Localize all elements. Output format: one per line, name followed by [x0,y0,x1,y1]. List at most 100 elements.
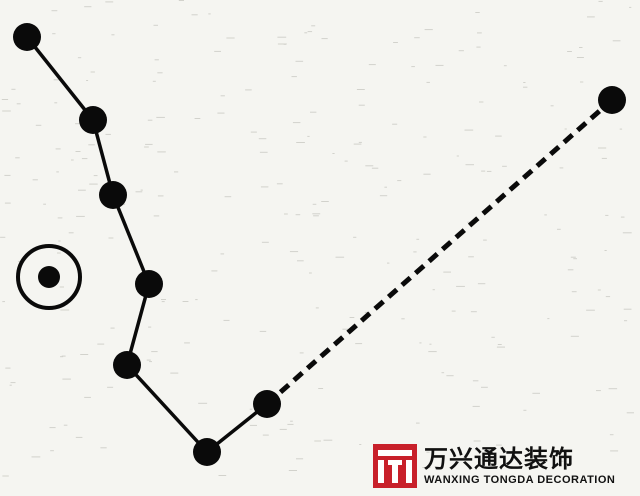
paper-speckle [75,151,81,152]
paper-speckle [259,330,267,332]
paper-speckle [2,301,5,303]
paper-speckle [220,95,225,97]
watermark-logo: 万兴通达装饰 WANXING TONGDA DECORATION [372,440,632,492]
paper-speckle [51,10,58,12]
paper-speckle [397,180,402,182]
paper-speckle [411,66,415,68]
paper-speckle [287,423,294,425]
paper-speckle [496,444,502,446]
paper-speckle [523,86,528,88]
paper-speckle [313,215,319,217]
paper-speckle [135,191,143,193]
paper-speckle [245,89,252,91]
paper-speckle [220,253,225,255]
paper-speckle [358,141,362,143]
paper-speckle [523,409,527,411]
dashed-connector-path [265,98,614,406]
marker-ring [16,244,82,310]
paper-speckle [503,65,507,67]
paper-speckle [299,352,304,354]
paper-speckle [310,111,317,113]
paper-speckle [356,89,365,90]
paper-speckle [35,124,42,126]
paper-speckle [208,13,211,15]
paper-speckle [55,148,61,150]
watermark-chinese: 万兴通达装饰 [424,445,574,473]
paper-speckle [477,283,486,285]
paper-speckle [414,37,420,39]
paper-speckle [481,170,486,172]
paper-speckle [214,50,221,52]
marker-center-dot [38,266,60,288]
paper-speckle [335,256,345,258]
paper-speckle [309,272,312,274]
paper-speckle [68,232,74,234]
paper-speckle [586,309,595,311]
paper-speckle [307,135,310,137]
paper-speckle [416,238,420,240]
paper-speckle [353,143,362,145]
paper-speckle [63,424,68,426]
paper-speckle [547,318,550,320]
node-dots [13,23,626,466]
paper-speckle [576,57,584,58]
watermark-english: WANXING TONGDA DECORATION [424,474,616,486]
paper-speckle [2,475,9,477]
paper-speckle [277,43,287,45]
paper-speckle [432,289,435,291]
paper-speckle [465,164,474,166]
paper-speckle [89,183,98,185]
paper-speckle [111,34,115,36]
paper-speckle [610,450,619,452]
paper-speckle [60,309,70,311]
paper-speckle [224,196,232,198]
paper-speckle [620,216,625,218]
paper-speckle [314,440,321,442]
paper-speckle [523,82,526,83]
paper-speckle [422,467,431,468]
paper-speckle [147,119,153,121]
paper-speckle [307,31,313,33]
paper-speckle [567,51,572,52]
paper-speckle [184,342,190,344]
brand-mark-icon [373,444,417,488]
paper-speckle [570,335,579,337]
paper-speckle [605,296,611,298]
paper-speckle [277,36,287,38]
paper-speckle [292,122,301,124]
paper-speckle [144,146,149,148]
paper-speckle [295,214,301,216]
paper-speckle [250,131,257,133]
paper-speckle [475,12,480,13]
paper-speckle [1,99,9,100]
paper-speckle [140,189,143,191]
paper-speckle [559,167,564,169]
paper-speckle [53,79,59,81]
paper-speckle [49,427,56,429]
paper-speckle [496,346,505,348]
paper-speckle [182,301,189,302]
paper-speckle [84,6,92,8]
paper-speckle [573,258,577,260]
paper-speckle [86,80,89,81]
paper-speckle [428,351,437,353]
paper-speckle [71,159,74,161]
paper-speckle [423,136,427,138]
paper-speckle [446,375,454,377]
paper-speckle [170,372,179,374]
paper-speckle [178,0,184,1]
paper-speckle [261,241,269,243]
paper-speckle [312,213,321,215]
paper-speckle [58,240,61,242]
paper-speckle [496,481,499,483]
paper-speckle [90,71,95,73]
paper-speckle [296,458,304,460]
paper-speckle [10,382,16,384]
paper-speckle [16,103,21,105]
node-dot-p8 [598,86,626,114]
paper-speckle [249,408,253,410]
paper-speckle [550,105,554,107]
paper-speckle [497,344,502,345]
paper-speckle [211,270,218,272]
paper-speckle [258,138,267,140]
